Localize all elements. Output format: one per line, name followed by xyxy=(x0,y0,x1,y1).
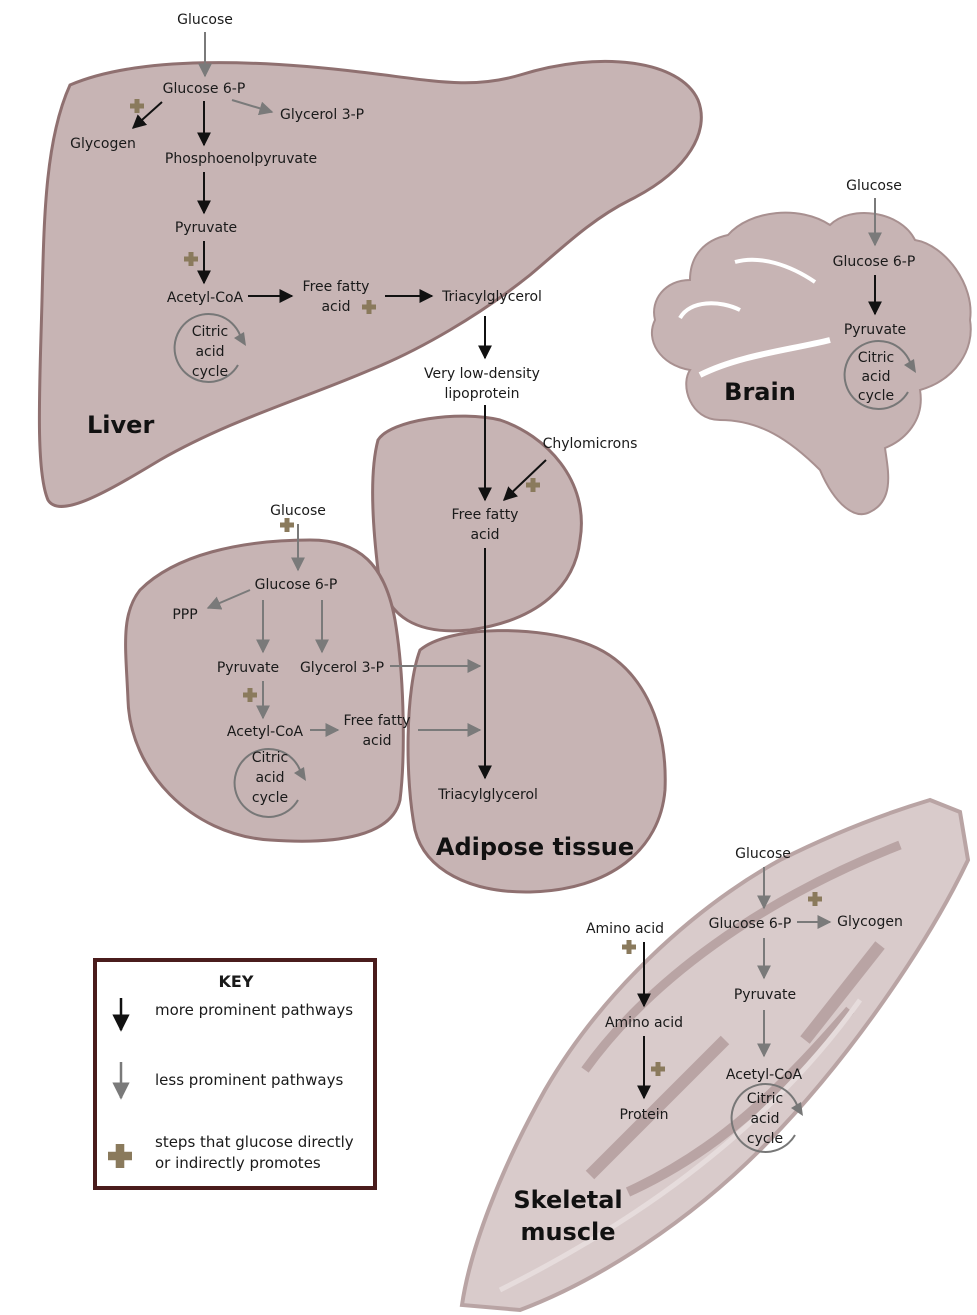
muscle-plus-aminoacid-icon xyxy=(622,940,636,954)
adipose-ppp: PPP xyxy=(172,607,197,623)
muscle-band-3 xyxy=(625,1006,854,1197)
brain-fold-3 xyxy=(678,301,741,320)
key-title: KEY xyxy=(219,972,254,991)
muscle-organ: Skeletal muscle Glucose Glucose 6-P Glyc… xyxy=(459,797,971,1313)
adipose-glucose6p: Glucose 6-P xyxy=(255,577,338,593)
adipose-chylomicrons: Chylomicrons xyxy=(543,436,638,452)
adipose-glycerol3p: Glycerol 3-P xyxy=(300,660,384,676)
liver-glycogen: Glycogen xyxy=(70,136,136,152)
brain-cycle-3: cycle xyxy=(858,388,894,404)
muscle-cycle-1: Citric xyxy=(747,1091,784,1107)
muscle-glycogen: Glycogen xyxy=(837,914,903,930)
key-less: less prominent pathways xyxy=(155,1071,343,1089)
brain-glucose6p: Glucose 6-P xyxy=(833,254,916,270)
adipose-acetylcoa: Acetyl-CoA xyxy=(227,724,304,740)
liver-cycle-arrowhead xyxy=(234,332,246,346)
muscle-cycle-2: acid xyxy=(750,1111,779,1127)
brain-cycle-1: Citric xyxy=(858,350,895,366)
adipose-ffa-top-2: acid xyxy=(470,527,499,543)
key-box xyxy=(93,958,377,1190)
liver-cycle-2: acid xyxy=(195,344,224,360)
muscle-aminoacid: Amino acid xyxy=(605,1015,683,1031)
brain-fold-1 xyxy=(698,337,831,378)
brain-fold-2 xyxy=(734,257,817,284)
liver-glucose6p: Glucose 6-P xyxy=(163,81,246,97)
liver-ffa-line1: Free fatty xyxy=(303,279,370,295)
liver-g6p-to-glycerol-arrow xyxy=(231,99,274,116)
muscle-glucose6p: Glucose 6-P xyxy=(709,916,792,932)
liver-tag: Triacylglycerol xyxy=(441,289,542,305)
liver-g6p-to-glycogen-arrow xyxy=(131,101,163,129)
adipose-cycle-2: acid xyxy=(255,770,284,786)
brain-cycle-2: acid xyxy=(861,369,890,385)
adipose-g6p-to-ppp-arrow xyxy=(206,589,251,610)
liver-citric-cycle: Citric acid cycle xyxy=(173,313,246,383)
liver-pyruvate: Pyruvate xyxy=(175,220,237,236)
muscle-acetylcoa: Acetyl-CoA xyxy=(726,1067,803,1083)
liver-pep: Phosphoenolpyruvate xyxy=(165,151,317,167)
muscle-glucose: Glucose xyxy=(735,846,791,862)
liver-glycerol3p: Glycerol 3-P xyxy=(280,107,364,123)
muscle-band-1 xyxy=(581,840,902,1073)
muscle-cycle-ring xyxy=(730,1083,798,1153)
muscle-protein: Protein xyxy=(619,1107,668,1123)
brain-pyruvate: Pyruvate xyxy=(844,322,906,338)
adipose-ffa-top-1: Free fatty xyxy=(452,507,519,523)
liver-organ: Liver Glucose Glucose 6-P Glycerol 3-P G… xyxy=(37,12,703,508)
vldl-line1: Very low-density xyxy=(424,366,540,382)
adipose-citric-cycle: Citric acid cycle xyxy=(233,748,306,818)
adipose-organ: Adipose tissue Chylomicrons Free fatty a… xyxy=(124,405,667,894)
adipose-cycle-1: Citric xyxy=(252,750,289,766)
liver-cycle-1: Citric xyxy=(192,324,229,340)
liver-ffa-line2: acid xyxy=(321,299,350,315)
adipose-cycle-ring xyxy=(233,748,301,818)
adipose-plus-glucose-icon xyxy=(280,518,294,532)
brain-cycle-ring xyxy=(843,340,911,410)
adipose-ffa-1: Free fatty xyxy=(344,713,411,729)
adipose-glucose: Glucose xyxy=(270,503,326,519)
muscle-band-2 xyxy=(585,1035,730,1180)
liver-cycle-3: cycle xyxy=(192,364,228,380)
muscle-band-4 xyxy=(800,941,885,1044)
vldl-line2: lipoprotein xyxy=(445,386,520,402)
adipose-cycle-arrowhead xyxy=(294,767,306,781)
brain-label: Brain xyxy=(724,378,796,406)
adipose-pyruvate: Pyruvate xyxy=(217,660,279,676)
muscle-label-2: muscle xyxy=(520,1218,615,1246)
key-promote-1: steps that glucose directly xyxy=(155,1133,354,1151)
adipose-ffa-2: acid xyxy=(362,733,391,749)
brain-glucose: Glucose xyxy=(846,178,902,194)
brain-citric-cycle: Citric acid cycle xyxy=(843,340,916,410)
adipose-cycle-3: cycle xyxy=(252,790,288,806)
muscle-cycle-3: cycle xyxy=(747,1131,783,1147)
chylomicrons-arrow xyxy=(502,459,547,501)
muscle-band-5 xyxy=(498,998,863,1293)
adipose-label: Adipose tissue xyxy=(436,833,634,861)
muscle-cycle-arrowhead xyxy=(791,1102,803,1116)
liver-glucose: Glucose xyxy=(177,12,233,28)
brain-cycle-arrowhead xyxy=(904,359,916,373)
adipose-tag: Triacylglycerol xyxy=(437,787,538,803)
liver-acetylcoa: Acetyl-CoA xyxy=(167,290,244,306)
muscle-pyruvate: Pyruvate xyxy=(734,987,796,1003)
liver-label: Liver xyxy=(87,411,154,439)
key-legend: KEY more prominent pathways less promine… xyxy=(93,958,377,1190)
liver-cycle-ring xyxy=(173,313,241,383)
adipose-cell-top xyxy=(371,414,583,633)
key-prominent: more prominent pathways xyxy=(155,1001,353,1019)
adipose-cell-left xyxy=(124,538,405,843)
muscle-citric-cycle: Citric acid cycle xyxy=(730,1083,803,1153)
brain-shape xyxy=(650,211,972,515)
brain-organ: Brain Glucose Glucose 6-P Pyruvate Citri… xyxy=(650,178,972,515)
muscle-label-1: Skeletal xyxy=(513,1186,622,1214)
muscle-aminoacid-in: Amino acid xyxy=(586,921,664,937)
key-promote-2: or indirectly promotes xyxy=(155,1154,321,1172)
adipose-cell-right xyxy=(406,629,667,894)
